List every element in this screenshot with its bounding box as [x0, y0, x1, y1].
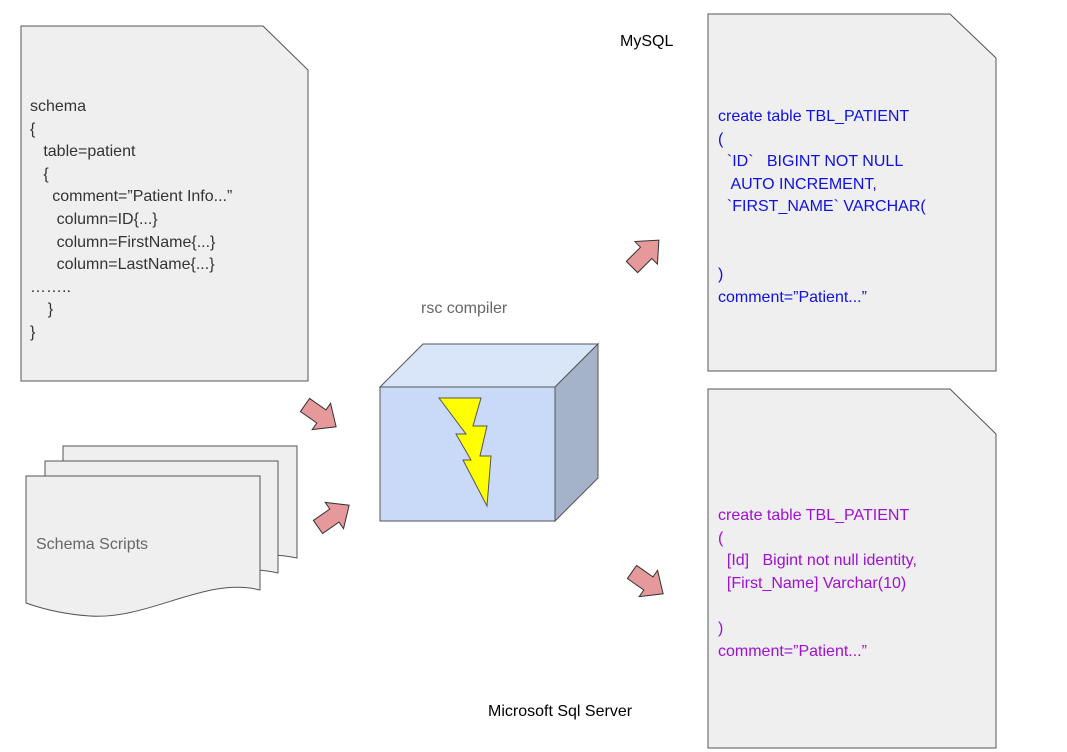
scripts-page-front	[25, 475, 261, 617]
arrow-icon	[625, 239, 660, 274]
schema-code-line: }	[30, 323, 36, 341]
mysql-code-line: comment=”Patient...”	[718, 288, 867, 306]
schema-code-line: }	[30, 301, 54, 319]
mysql-label: MySQL	[620, 33, 674, 50]
arrow-icon	[299, 397, 337, 431]
schema-code-line: {	[30, 165, 49, 183]
mysql-code-line	[718, 242, 926, 265]
mysql-code-line: `FIRST_NAME` VARCHAR(	[718, 198, 926, 216]
mysql-code-line: create table TBL_PATIENT	[718, 108, 910, 125]
schema-code-line: table=patient	[30, 143, 136, 161]
mssql-code-line: )	[718, 619, 724, 637]
arrow-icon	[312, 501, 350, 535]
schema-code-line: {	[30, 120, 36, 138]
mssql-code-line: create table TBL_PATIENT	[718, 507, 910, 524]
mysql-document-text: create table TBL_PATIENT ( `ID` BIGINT NO…	[718, 106, 926, 309]
mysql-code-line: )	[718, 266, 724, 284]
mysql-code-line: `ID` BIGINT NOT NULL	[718, 153, 904, 171]
schema-code-line: column=FirstName{...}	[30, 233, 216, 251]
mssql-label: Microsoft Sql Server	[488, 703, 633, 720]
compiler-label: rsc compiler	[421, 300, 508, 317]
mysql-code-line	[718, 219, 926, 242]
mssql-code-line: [First_Name] Varchar(10)	[718, 574, 907, 592]
schema-document-shape	[20, 25, 309, 382]
schema-code-line: comment=”Patient Info...”	[30, 188, 233, 206]
mssql-code-line	[718, 595, 917, 618]
schema-scripts-label: Schema Scripts	[36, 536, 149, 553]
mysql-code-line: (	[718, 130, 724, 148]
schema-code-line: column=LastName{...}	[30, 256, 215, 274]
mssql-code-line: comment=”Patient...”	[718, 642, 867, 660]
schema-code-line: ……..	[30, 278, 71, 296]
mssql-code-line: [Id] Bigint not null identity,	[718, 552, 917, 570]
mssql-document-shape	[707, 388, 997, 749]
mssql-code-line: (	[718, 529, 724, 547]
mysql-code-line: AUTO INCREMENT,	[718, 175, 877, 193]
schema-code-line: column=ID{...}	[30, 210, 158, 228]
schema-document-text: schema { table=patient { comment=”Patient…	[30, 96, 232, 345]
mysql-document-shape	[707, 13, 997, 372]
schema-code-line: schema	[30, 98, 87, 115]
mssql-document-text: create table TBL_PATIENT ( [Id] Bigint no…	[718, 505, 917, 663]
lightning-bolt-icon	[438, 397, 492, 508]
arrow-icon	[626, 564, 664, 598]
